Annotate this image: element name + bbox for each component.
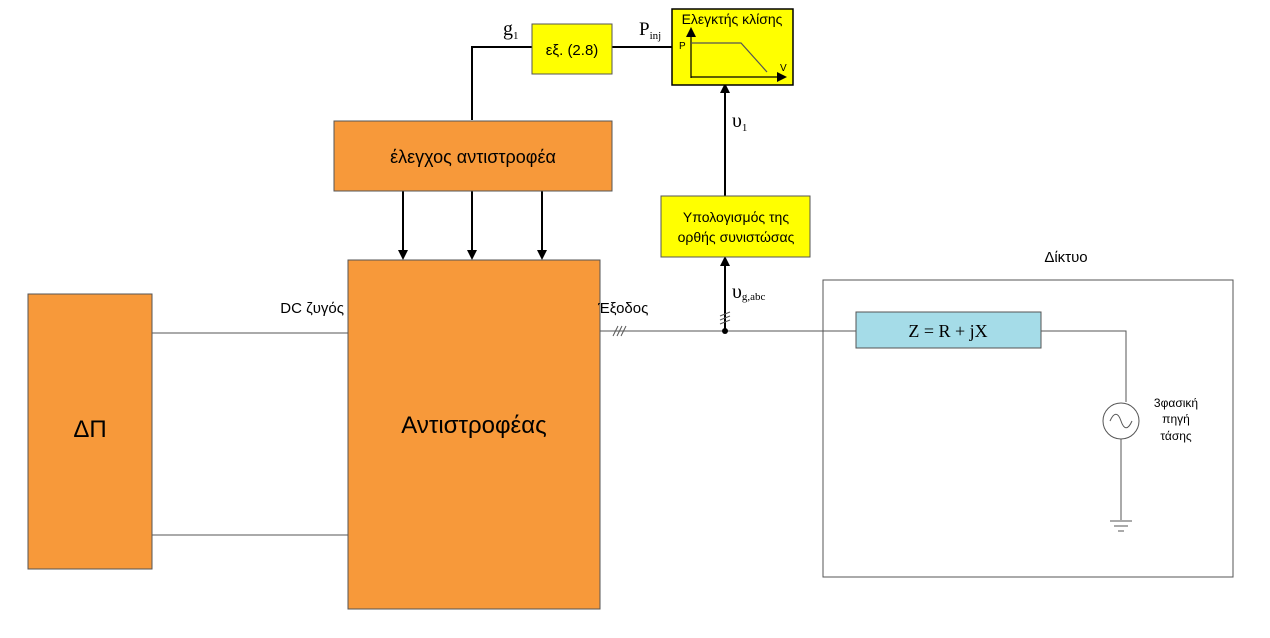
pv-block: [27, 293, 153, 570]
orthogonal-line-1: Υπολογισμός της: [683, 209, 789, 225]
inverter-block: [347, 259, 601, 610]
droop-plot: P V: [679, 27, 787, 82]
orthogonal-line-2: ορθής συνιστώσας: [678, 229, 795, 245]
output-label: Έξοδος: [597, 300, 648, 317]
source-label-1: 3φασική: [1154, 396, 1198, 410]
g1-line: [471, 46, 532, 120]
plot-v-label: V: [780, 63, 787, 74]
impedance-label: Z = R + jX: [908, 321, 987, 341]
inverter-control-label: έλεγχος αντιστροφέα: [390, 147, 556, 167]
slope-controller-label: Ελεγκτής κλίσης: [682, 11, 783, 27]
network-wire: [1041, 330, 1127, 402]
three-phase-mark-icon: [612, 325, 627, 337]
impedance-block: [855, 311, 1042, 349]
ug-label: υg,abc: [732, 281, 766, 303]
orthogonal-component-block: [660, 195, 811, 258]
network-frame: [822, 279, 1234, 578]
u1-label: υ1: [732, 110, 747, 134]
pinj-label: Pinj: [639, 19, 661, 42]
three-phase-mark-icon-2: [719, 311, 731, 325]
g1-label: g1: [503, 18, 519, 42]
ac-source-icon: [1102, 402, 1140, 440]
pv-label: ΔΠ: [73, 416, 106, 443]
source-label-2: πηγή: [1162, 412, 1190, 426]
equation-block: [531, 23, 613, 75]
slope-controller-block: [671, 8, 794, 86]
dc-bus-label: DC ζυγός: [280, 300, 344, 317]
inverter-control-block: [333, 120, 613, 192]
droop-curve: [691, 42, 768, 73]
inverter-label: Αντιστροφέας: [401, 412, 546, 439]
network-label: Δίκτυο: [1044, 249, 1087, 266]
equation-label: εξ. (2.8): [546, 42, 599, 59]
source-label-3: τάσης: [1160, 429, 1192, 443]
ground-icon: [1110, 520, 1132, 532]
plot-p-label: P: [679, 41, 686, 52]
